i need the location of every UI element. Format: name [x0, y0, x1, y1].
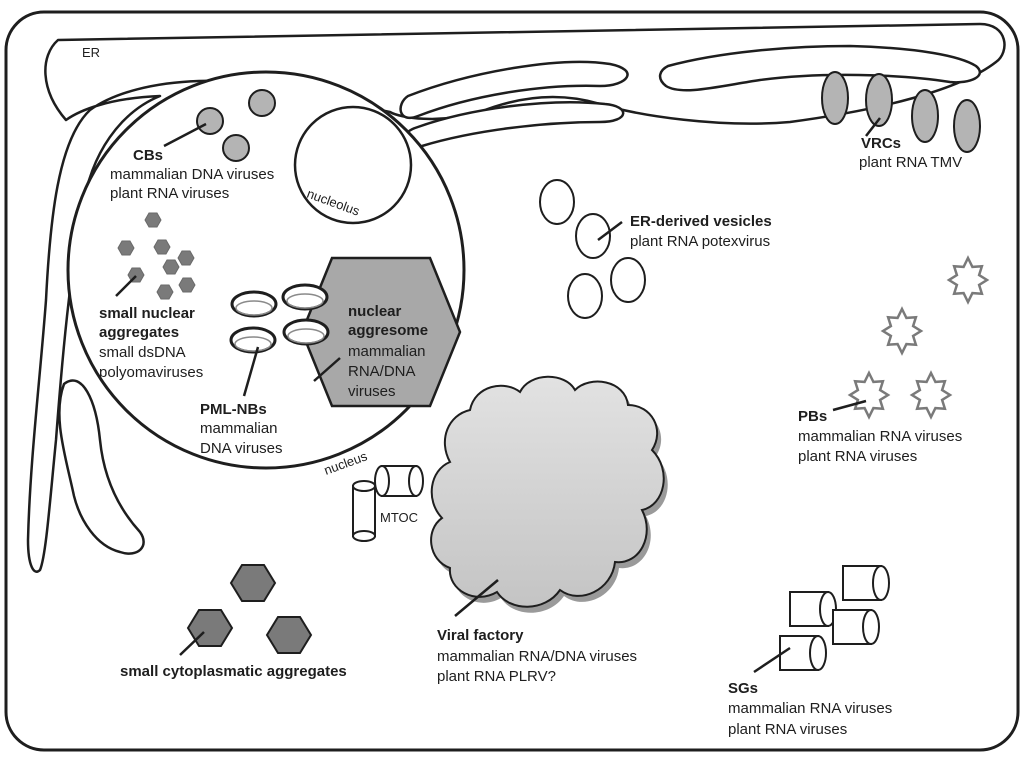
- small-nuclear-pointer: [115, 275, 137, 297]
- nuclear-aggregate: [117, 240, 135, 256]
- small-nuclear-title1: small nuclear: [99, 305, 195, 322]
- nuclear-aggregate: [144, 212, 162, 228]
- cytoplasmatic-aggregate: [265, 616, 313, 654]
- aggresome-line3: viruses: [348, 383, 396, 400]
- aggresome-title2: aggresome: [348, 322, 428, 339]
- vrc: [821, 71, 849, 125]
- viral-factory-title: Viral factory: [437, 627, 524, 644]
- er-vesicle: [610, 257, 646, 303]
- small-cytoplasmatic-aggregates: [186, 564, 313, 654]
- p-body: [909, 370, 953, 420]
- aggresome-line2: RNA/DNA: [348, 363, 416, 380]
- cajal-body: [248, 89, 276, 117]
- er-label: ER: [82, 45, 100, 60]
- cbs-pointer: [163, 122, 207, 148]
- cyto-aggregates-title: small cytoplasmatic aggregates: [120, 663, 347, 680]
- pml-pointer: [242, 346, 260, 397]
- er-vesicle: [567, 273, 603, 319]
- er-vesicles-line1: plant RNA potexvirus: [630, 233, 770, 250]
- cytoplasmatic-aggregate: [229, 564, 277, 602]
- er-vesicle: [575, 213, 611, 259]
- cbs-title: CBs: [133, 147, 163, 164]
- small-nuclear-line2: polyomaviruses: [99, 364, 203, 381]
- er-loop-left: [58, 379, 145, 555]
- viral-factory-pointer: [454, 579, 499, 617]
- p-body: [847, 370, 891, 420]
- er-vesicles-title: ER-derived vesicles: [630, 213, 772, 230]
- viral-factory-cloud: [430, 375, 665, 608]
- cbs-line1: mammalian DNA viruses: [110, 166, 274, 183]
- er-vesicles-pointer: [597, 221, 623, 241]
- vrcs: [821, 71, 981, 153]
- aggresome-pointer: [313, 357, 341, 382]
- vrc: [865, 73, 893, 127]
- pbs-line2: plant RNA viruses: [798, 448, 917, 465]
- nuclear-aggregate: [178, 277, 196, 293]
- pml-line2: DNA viruses: [200, 440, 283, 457]
- pbs-pointer: [832, 399, 867, 412]
- er-main-sheet: [26, 22, 1006, 573]
- mtoc: [352, 465, 424, 542]
- cajal-body: [222, 134, 250, 162]
- er-cistern-3: [658, 44, 982, 92]
- pml-line1: mammalian: [200, 420, 278, 437]
- vrcs-pointer: [865, 117, 881, 137]
- er-derived-vesicles: [539, 179, 646, 319]
- viral-factory: [430, 375, 668, 613]
- cyto-aggregates-pointer: [179, 631, 205, 656]
- p-bodies: [847, 255, 990, 420]
- vrcs-title: VRCs: [861, 135, 901, 152]
- pbs-line1: mammalian RNA viruses: [798, 428, 962, 445]
- cajal-bodies: [196, 89, 276, 162]
- sgs-line2: plant RNA viruses: [728, 721, 847, 738]
- centriole-vertical: [352, 480, 376, 542]
- small-nuclear-line1: small dsDNA: [99, 344, 186, 361]
- vrcs-line1: plant RNA TMV: [859, 154, 962, 171]
- pml-nb: [230, 290, 278, 318]
- nuclear-aggregate: [162, 259, 180, 275]
- sgs-title: SGs: [728, 680, 758, 697]
- viral-factory-line2: plant RNA PLRV?: [437, 668, 556, 685]
- pml-nb: [281, 283, 329, 311]
- sgs-pointer: [753, 646, 791, 674]
- aggresome-title1: nuclear: [348, 303, 402, 320]
- pml-nb: [229, 326, 277, 354]
- er-vesicle: [539, 179, 575, 225]
- p-body: [880, 306, 924, 356]
- mtoc-label: MTOC: [380, 510, 418, 525]
- nuclear-aggregate: [153, 239, 171, 255]
- centriole-horizontal: [374, 465, 424, 497]
- stress-granule: [842, 565, 890, 601]
- vrc: [953, 99, 981, 153]
- pml-nb: [282, 318, 330, 346]
- small-nuclear-aggregates: [117, 212, 196, 300]
- pbs-title: PBs: [798, 408, 827, 425]
- viral-factory-line1: mammalian RNA/DNA viruses: [437, 648, 637, 665]
- er-network: [26, 22, 1006, 573]
- stress-granule: [779, 635, 827, 671]
- cbs-line2: plant RNA viruses: [110, 185, 229, 202]
- stress-granule: [832, 609, 880, 645]
- aggresome-line1: mammalian: [348, 343, 426, 360]
- sgs-line1: mammalian RNA viruses: [728, 700, 892, 717]
- p-body: [946, 255, 990, 305]
- nuclear-aggregate: [177, 250, 195, 266]
- small-nuclear-title2: aggregates: [99, 324, 179, 341]
- nuclear-aggregate: [156, 284, 174, 300]
- pml-nuclear-bodies: [229, 283, 330, 354]
- pml-title: PML-NBs: [200, 401, 267, 418]
- er-cistern-1: [399, 60, 629, 120]
- vrc: [911, 89, 939, 143]
- nucleolus: [293, 105, 413, 225]
- stress-granule: [789, 591, 837, 627]
- cajal-body: [196, 107, 224, 135]
- stress-granules: [779, 565, 890, 671]
